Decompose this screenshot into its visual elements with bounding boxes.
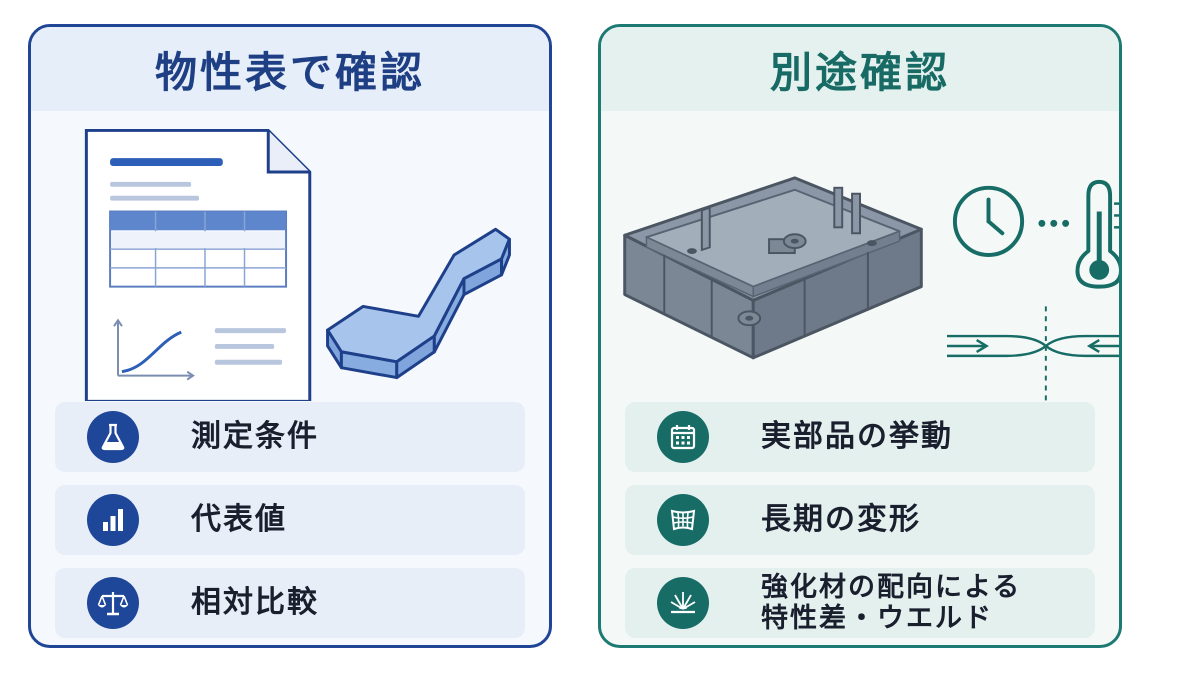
bar-chart-icon [87, 494, 139, 546]
datasheet-panel: 物性表で確認 [28, 24, 552, 648]
balance-scale-icon [87, 577, 139, 629]
item-representative-value: 代表値 [55, 485, 525, 555]
item-label: 実部品の挙動 [761, 419, 953, 454]
item-label: 測定条件 [191, 419, 319, 454]
weld-line-flow-icon [946, 306, 1119, 401]
item-relative-comparison: 相対比較 [55, 568, 525, 638]
test-specimen-icon [326, 227, 511, 380]
item-fiber-orientation-weld: 強化材の配向による 特性差・ウエルド [625, 568, 1095, 638]
warped-grid-icon [657, 494, 709, 546]
item-label-line1: 強化材の配向による [761, 572, 1022, 603]
molded-housing-icon [623, 176, 923, 360]
item-long-term-deformation: 長期の変形 [625, 485, 1095, 555]
datasheet-illustration [84, 128, 511, 401]
item-label: 強化材の配向による 特性差・ウエルド [761, 568, 1085, 642]
flask-icon [87, 411, 139, 463]
clock-icon [952, 185, 1025, 257]
datasheet-panel-title: 物性表で確認 [31, 27, 549, 111]
thermometer-icon [1075, 179, 1119, 289]
datasheet-document-icon [84, 128, 312, 401]
separate-check-panel: 別途確認 [598, 24, 1122, 648]
calendar-icon [657, 411, 709, 463]
ellipsis-dots [1038, 219, 1070, 227]
item-label: 長期の変形 [761, 502, 921, 537]
item-label: 代表値 [191, 502, 287, 537]
separate-check-illustration [623, 176, 1119, 401]
item-actual-part-behavior: 実部品の挙動 [625, 402, 1095, 472]
fiber-burst-icon [657, 577, 709, 629]
item-label-line2: 特性差・ウエルド [761, 603, 993, 634]
item-measurement-conditions: 測定条件 [55, 402, 525, 472]
separate-check-panel-title: 別途確認 [601, 27, 1119, 111]
item-label: 相対比較 [191, 585, 319, 620]
